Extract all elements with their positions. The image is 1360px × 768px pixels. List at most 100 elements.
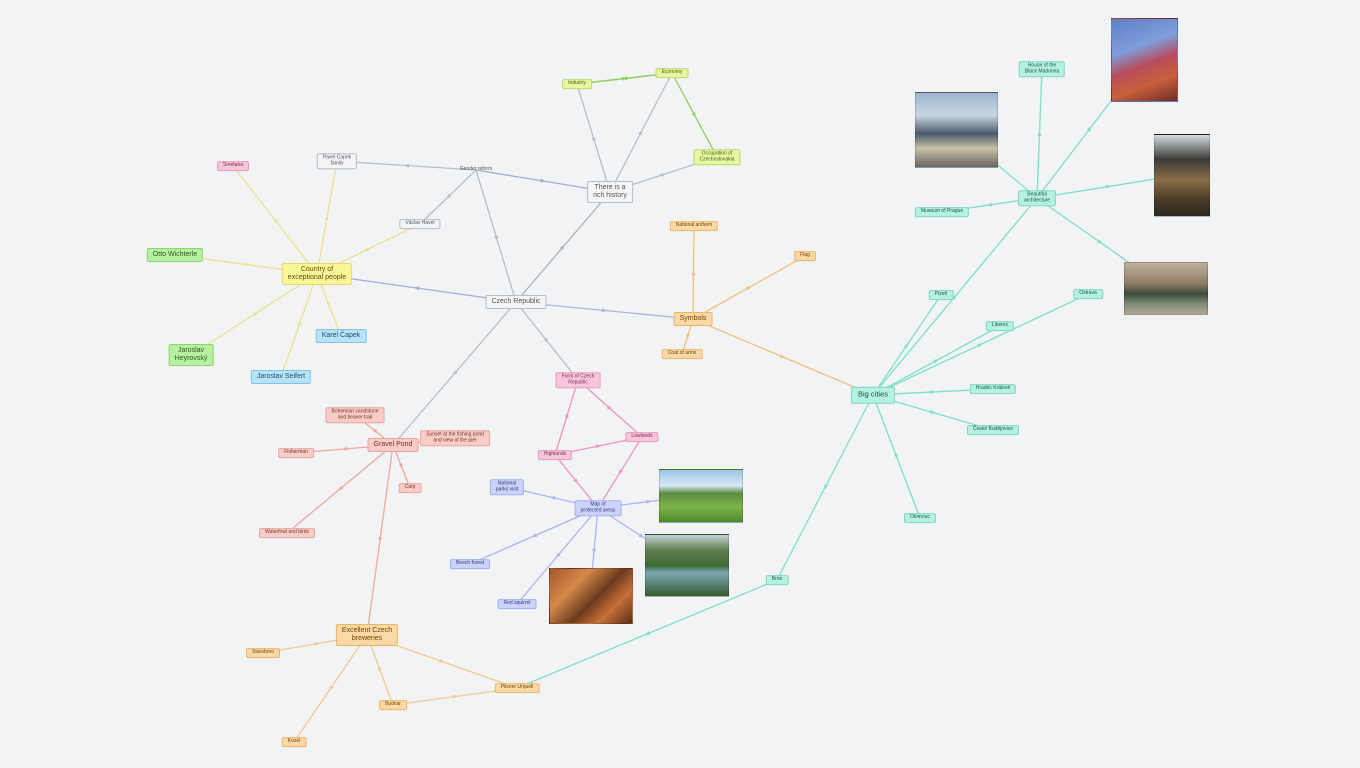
node-house_dance[interactable]: House of the Black Madonna (1018, 61, 1066, 77)
edge-arrow-icon (1105, 184, 1111, 189)
node-kozel[interactable]: Kozel (281, 737, 307, 747)
edge-arrow-icon (592, 135, 597, 141)
node-occupation[interactable]: Occupation of Czechoslovakia (693, 149, 741, 165)
node-sunset[interactable]: Sunset at the fishing pond and view of t… (420, 430, 490, 446)
node-label: Museum of Prague (920, 208, 964, 215)
edge-arrow-icon (601, 308, 607, 313)
node-ceske[interactable]: České Budějovice (966, 425, 1020, 435)
node-forms[interactable]: Form of Czech Republic (555, 372, 601, 388)
node-highlands[interactable]: Highlands (537, 450, 573, 460)
edge-arrow-icon (893, 453, 898, 459)
node-breweries[interactable]: Excellent Czech breweries (335, 623, 399, 647)
node-havel[interactable]: Václav Havel (399, 219, 441, 229)
node-gender[interactable]: Gender reform (454, 165, 499, 175)
node-label: Gravel Pond (373, 440, 413, 448)
node-protected[interactable]: Map of protected areas (574, 500, 622, 516)
node-label: Ostrava (1079, 290, 1097, 297)
node-ostrava[interactable]: Ostrava (1073, 289, 1103, 299)
node-heyrovsky[interactable]: Jaroslav Heyrovský (168, 343, 214, 367)
node-plzen[interactable]: Plzeň (928, 290, 954, 300)
node-hradec[interactable]: Hradec Králové (969, 384, 1017, 394)
node-label: Václav Havel (405, 220, 435, 227)
node-label: Olomouc (909, 514, 931, 521)
node-capek[interactable]: Karel Čapek (315, 328, 367, 344)
node-olomouc[interactable]: Olomouc (903, 513, 937, 523)
node-lowlands[interactable]: Lowlands (625, 432, 659, 442)
node-national_parks[interactable]: National parks visit (489, 479, 525, 495)
node-label: Otto Wichterle (152, 250, 198, 258)
node-label: Beautiful architecture (1023, 191, 1051, 203)
edge-arrow-icon (1037, 131, 1042, 137)
edge-arrow-icon (531, 533, 538, 538)
edge-arrow-icon (243, 262, 249, 267)
node-museum[interactable]: Museum of Prague (914, 207, 970, 217)
node-national[interactable]: National anthem (669, 221, 719, 231)
node-fisherman[interactable]: Fisherman (278, 448, 314, 458)
node-economy[interactable]: Economy (655, 68, 689, 78)
autumn-forest-photo[interactable] (549, 568, 633, 624)
edge-arrow-icon (555, 552, 561, 558)
node-smetana[interactable]: Smetana (216, 161, 250, 171)
node-liberec[interactable]: Liberec (985, 321, 1015, 331)
node-coat[interactable]: Coat of arms (661, 349, 703, 359)
node-pilsner[interactable]: Pilsner Urquell (494, 683, 540, 693)
node-label: Czech Republic (491, 297, 541, 305)
edge-arrow-icon (297, 322, 302, 328)
node-starobrno[interactable]: Starobrno (246, 648, 280, 658)
node-beautiful[interactable]: Beautiful architecture (1017, 190, 1057, 206)
interior-atrium-photo[interactable] (1154, 134, 1210, 217)
edge-arrow-icon (745, 286, 752, 291)
node-country[interactable]: Country of exceptional people (281, 262, 353, 286)
node-capek_family[interactable]: Pavel Capek family (316, 153, 358, 169)
edge-arrow-icon (446, 193, 452, 199)
node-label: Starobrno (252, 649, 274, 656)
edge-arrow-icon (414, 286, 420, 291)
stadium-aerial-photo[interactable] (1124, 262, 1208, 315)
node-brno[interactable]: Brno (765, 575, 789, 585)
node-budvar[interactable]: Budvar (379, 700, 407, 710)
edge-arrow-icon (618, 469, 624, 475)
dancing-house-photo[interactable] (1111, 18, 1178, 102)
node-bigcities[interactable]: Big cities (850, 386, 896, 404)
node-industry[interactable]: Industry (562, 79, 592, 89)
edge-arrow-icon (606, 405, 612, 411)
node-history[interactable]: There is a rich history (587, 180, 633, 204)
node-beech[interactable]: Beech forest (449, 559, 491, 569)
node-label: Beech forest (455, 560, 485, 567)
node-gravel[interactable]: Gravel Pond (367, 437, 419, 453)
edge-arrow-icon (573, 478, 579, 484)
node-czech[interactable]: Czech Republic (485, 294, 547, 310)
node-carp[interactable]: Carp (398, 483, 422, 493)
node-red_squirrel[interactable]: Red squirrel (497, 599, 537, 609)
edge-arrow-icon (930, 409, 936, 414)
node-label: Excellent Czech breweries (341, 626, 393, 642)
edge-arrow-icon (540, 178, 546, 183)
node-seifert[interactable]: Jaroslav Seifert (250, 369, 312, 385)
green-meadow-photo[interactable] (659, 469, 743, 523)
node-flag[interactable]: Flag (794, 251, 816, 261)
node-waterfowl[interactable]: Waterfowl and birds (259, 528, 315, 538)
river-valley-photo[interactable] (645, 534, 729, 597)
node-wichterle[interactable]: Otto Wichterle (146, 247, 204, 263)
edge-arrow-icon (646, 499, 652, 504)
node-bohemian[interactable]: Bohemian sandstone and beaver trail (325, 407, 385, 423)
edge-arrow-icon (686, 333, 691, 339)
edge-arrow-icon (987, 202, 993, 207)
node-label: Occupation of Czechoslovakia (699, 150, 735, 162)
edge-arrow-icon (550, 496, 556, 501)
edge-arrow-icon (377, 666, 382, 673)
edge-arrow-icon (338, 485, 344, 491)
node-label: Jaroslav Seifert (256, 372, 306, 380)
edge-arrow-icon (372, 428, 378, 434)
node-label: Industry (568, 80, 586, 87)
edge-arrow-icon (644, 631, 651, 635)
edge-arrow-icon (1086, 126, 1092, 132)
node-label: Bohemian sandstone and beaver trail (331, 408, 379, 420)
edge-arrow-icon (452, 694, 458, 699)
glass-building-photo[interactable] (915, 92, 998, 168)
node-symbols[interactable]: Symbols (673, 311, 713, 327)
node-label: Country of exceptional people (287, 265, 347, 281)
edge-arrow-icon (638, 533, 645, 538)
node-label: Hradec Králové (975, 385, 1011, 392)
